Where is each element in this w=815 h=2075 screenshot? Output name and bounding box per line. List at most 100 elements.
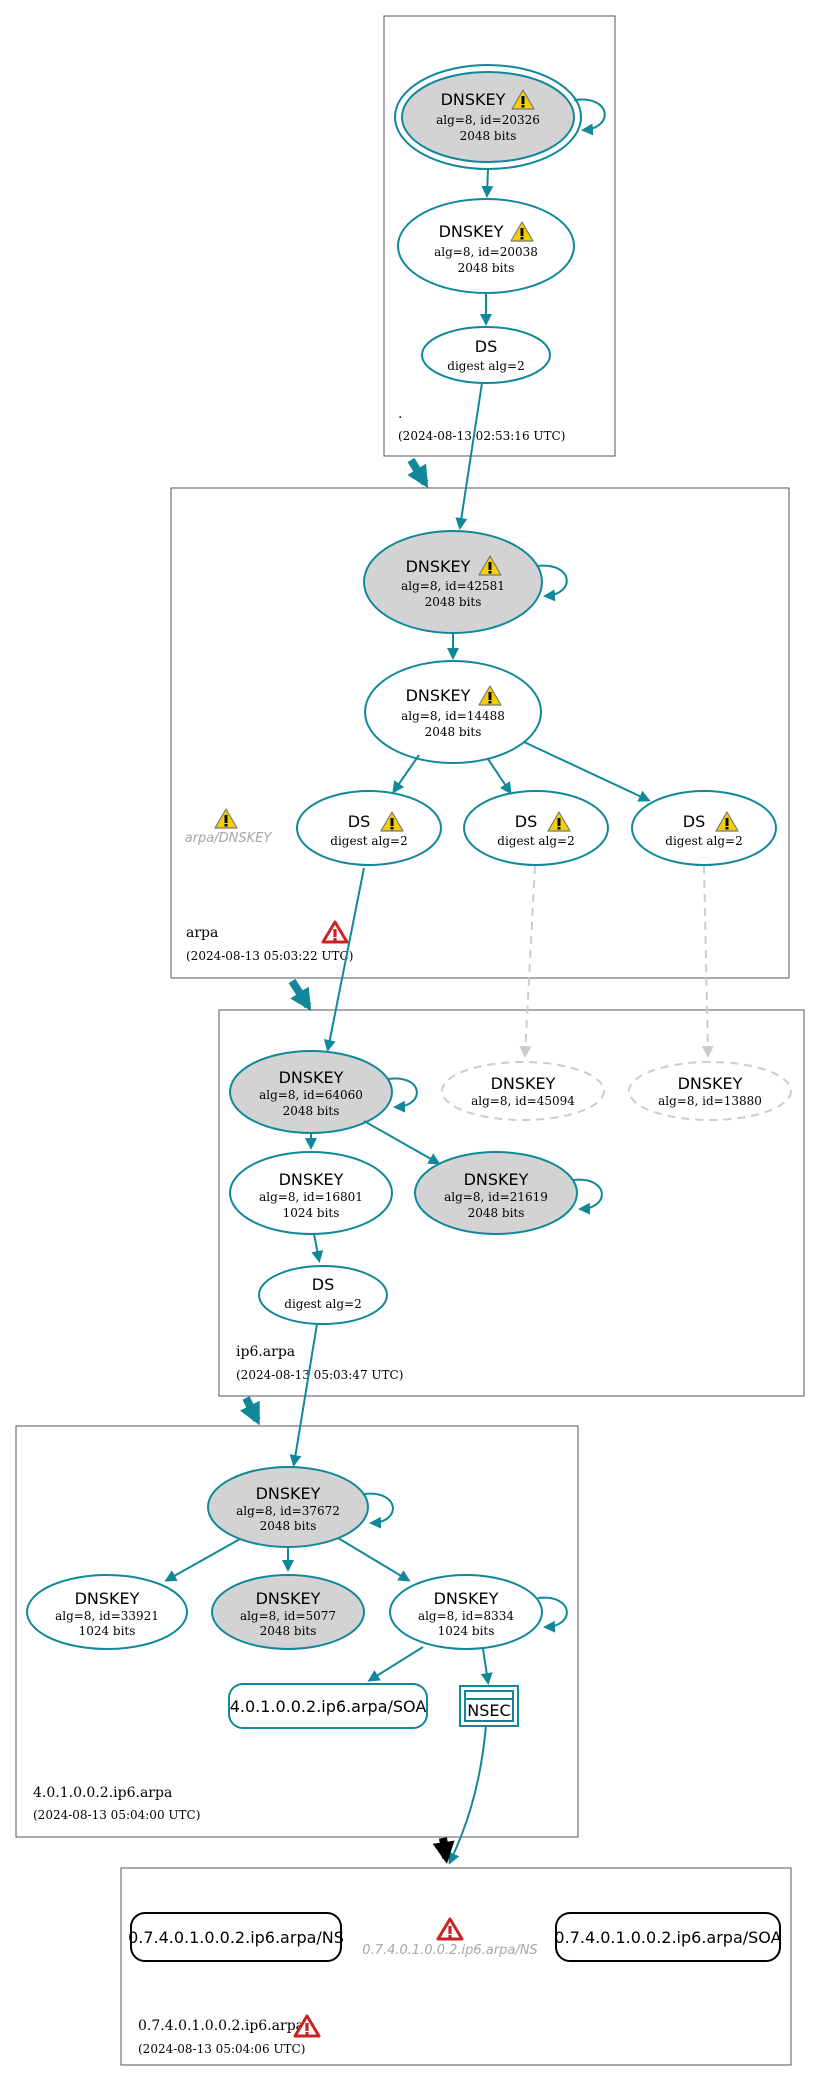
z7-soa-node[interactable]: 0.7.4.0.1.0.0.2.ip6.arpa/SOA <box>554 1912 782 1962</box>
ip6-missing-key1-node[interactable]: DNSKEY alg=8, id=45094 <box>441 1061 605 1121</box>
ip6-zsk-bits: 1024 bits <box>283 1206 340 1220</box>
z4010-key-c-node[interactable]: DNSKEY alg=8, id=8334 1024 bits <box>389 1574 543 1650</box>
z4010-key-b-bits: 2048 bits <box>260 1624 317 1638</box>
z4010-ksk-title: DNSKEY <box>256 1484 321 1503</box>
arpa-ds1-node[interactable]: DS digest alg=2 <box>296 790 442 866</box>
error-icon <box>321 920 349 944</box>
arpa-zsk-title: DNSKEY <box>406 686 471 705</box>
zone-ip6-box <box>218 1009 805 1397</box>
ip6-ds-node[interactable]: DS digest alg=2 <box>258 1265 388 1325</box>
arpa-ds1-digest: digest alg=2 <box>330 834 407 848</box>
delegation-arrow-ip6-z4010 <box>240 1396 261 1426</box>
delegation-arrow-root-arpa <box>407 457 429 489</box>
zone-ip6-timestamp: (2024-08-13 05:03:47 UTC) <box>236 1368 403 1382</box>
root-ksk-node[interactable]: DNSKEY alg=8, id=20326 2048 bits <box>394 64 582 170</box>
root-ds-node[interactable]: DS digest alg=2 <box>421 326 551 384</box>
arpa-ds1-title: DS <box>348 812 370 831</box>
z4010-nsec-label: NSEC <box>467 1701 510 1720</box>
root-ksk-self-edge <box>573 98 606 136</box>
ip6-ksk2-node[interactable]: DNSKEY alg=8, id=21619 2048 bits <box>414 1151 578 1235</box>
zone-z7-name: 0.7.4.0.1.0.0.2.ip6.arpa <box>138 2018 304 2034</box>
ip6-missing-key2-title: DNSKEY <box>678 1074 743 1093</box>
z4010-key-c-id: alg=8, id=8334 <box>418 1609 514 1623</box>
edge-z4010-ksk-key-a <box>164 1538 241 1582</box>
edge-arpa-ds3-missing <box>701 865 714 1058</box>
arpa-zsk-bits: 2048 bits <box>425 725 482 739</box>
ip6-ksk-title: DNSKEY <box>279 1068 344 1087</box>
z4010-key-a-bits: 1024 bits <box>79 1624 136 1638</box>
z4010-ksk-node[interactable]: DNSKEY alg=8, id=37672 2048 bits <box>207 1466 369 1548</box>
edge-nsec-z7 <box>448 1725 487 1865</box>
zone-ip6-name: ip6.arpa <box>236 1344 295 1360</box>
edge-arpa-ds1-ip6-ksk <box>323 867 365 1052</box>
arpa-ds2-digest: digest alg=2 <box>497 834 574 848</box>
arpa-zsk-node[interactable]: DNSKEY alg=8, id=14488 2048 bits <box>364 660 542 764</box>
ip6-ksk2-self-edge <box>572 1178 603 1215</box>
z7-ns-node[interactable]: 0.7.4.0.1.0.0.2.ip6.arpa/NS <box>128 1912 344 1962</box>
ip6-zsk-id: alg=8, id=16801 <box>259 1190 363 1204</box>
z4010-nsec-node[interactable]: NSEC <box>459 1685 519 1727</box>
z4010-ksk-bits: 2048 bits <box>260 1519 317 1533</box>
zone-arpa-name: arpa <box>186 925 218 941</box>
arpa-dnskey-warning-label: arpa/DNSKEY <box>185 831 273 846</box>
arpa-ds3-digest: digest alg=2 <box>665 834 742 848</box>
root-ksk-title: DNSKEY <box>441 90 506 109</box>
z4010-key-a-node[interactable]: DNSKEY alg=8, id=33921 1024 bits <box>26 1574 188 1650</box>
edge-z4010-key-c-nsec <box>480 1648 493 1685</box>
z4010-key-c-self-edge <box>537 1596 568 1633</box>
arpa-ksk-id: alg=8, id=42581 <box>401 579 505 593</box>
z4010-soa-label: 4.0.1.0.0.2.ip6.arpa/SOA <box>230 1697 427 1716</box>
z4010-key-b-title: DNSKEY <box>256 1589 321 1608</box>
z4010-key-b-node[interactable]: DNSKEY alg=8, id=5077 2048 bits <box>211 1574 365 1650</box>
edge-root-ds-arpa-ksk <box>455 382 483 530</box>
root-zsk-node[interactable]: DNSKEY alg=8, id=20038 2048 bits <box>397 198 575 294</box>
z4010-key-b-id: alg=8, id=5077 <box>240 1609 336 1623</box>
arpa-ksk-bits: 2048 bits <box>425 595 482 609</box>
edge-arpa-ds2-missing <box>519 865 536 1058</box>
error-icon <box>436 1917 464 1941</box>
arpa-ksk-title: DNSKEY <box>406 557 471 576</box>
z4010-ksk-id: alg=8, id=37672 <box>236 1504 340 1518</box>
ip6-ds-title: DS <box>312 1275 334 1294</box>
ip6-zsk-node[interactable]: DNSKEY alg=8, id=16801 1024 bits <box>229 1151 393 1235</box>
edge-z4010-ksk-key-c <box>337 1537 411 1582</box>
zone-arpa: DNSKEY alg=8, id=42581 2048 bits DNSKEY … <box>170 382 790 979</box>
warning-icon <box>214 808 238 829</box>
ip6-ksk2-bits: 2048 bits <box>468 1206 525 1220</box>
arpa-ds3-node[interactable]: DS digest alg=2 <box>631 790 777 866</box>
root-ds-digest: digest alg=2 <box>447 359 524 373</box>
ip6-missing-key1-id: alg=8, id=45094 <box>471 1094 575 1108</box>
ip6-ksk2-title: DNSKEY <box>464 1170 529 1189</box>
edge-ip6-zsk-ds <box>311 1233 324 1263</box>
ip6-ds-digest: digest alg=2 <box>284 1297 361 1311</box>
ip6-ksk-bits: 2048 bits <box>283 1104 340 1118</box>
edge-arpa-zsk-ds1 <box>392 754 420 794</box>
z7-ns-label: 0.7.4.0.1.0.0.2.ip6.arpa/NS <box>128 1928 344 1947</box>
root-ksk-bits: 2048 bits <box>460 129 517 143</box>
z4010-key-c-title: DNSKEY <box>434 1589 499 1608</box>
root-zsk-title: DNSKEY <box>439 222 504 241</box>
ip6-missing-key2-node[interactable]: DNSKEY alg=8, id=13880 <box>628 1061 792 1121</box>
root-ds-title: DS <box>475 337 497 356</box>
ip6-ksk-node[interactable]: DNSKEY alg=8, id=64060 2048 bits <box>229 1050 393 1134</box>
edge-arpa-zsk-ds3 <box>523 741 651 802</box>
root-zsk-bits: 2048 bits <box>458 261 515 275</box>
delegation-arrow-arpa-ip6 <box>288 978 312 1012</box>
z4010-key-c-bits: 1024 bits <box>438 1624 495 1638</box>
zone-ip6: DNSKEY alg=8, id=64060 2048 bits DNSKEY … <box>218 865 805 1397</box>
zone-z7-box <box>120 1867 792 2066</box>
delegation-arrow-z4010-z7 <box>432 1837 455 1864</box>
arpa-ksk-node[interactable]: DNSKEY alg=8, id=42581 2048 bits <box>363 530 543 634</box>
zone-root: DNSKEY alg=8, id=20326 2048 bits DNSKEY … <box>383 15 616 457</box>
ip6-ksk-id: alg=8, id=64060 <box>259 1088 363 1102</box>
zone-root-timestamp: (2024-08-13 02:53:16 UTC) <box>398 429 565 443</box>
zone-z4010-box <box>15 1425 579 1838</box>
zone-arpa-timestamp: (2024-08-13 05:03:22 UTC) <box>186 949 353 963</box>
edge-ip6-ksk-ksk2 <box>363 1120 441 1165</box>
z4010-soa-node[interactable]: 4.0.1.0.0.2.ip6.arpa/SOA <box>228 1683 428 1729</box>
z7-ns-error-label: 0.7.4.0.1.0.0.2.ip6.arpa/NS <box>362 1943 537 1958</box>
arpa-ds2-title: DS <box>515 812 537 831</box>
arpa-ds2-node[interactable]: DS digest alg=2 <box>463 790 609 866</box>
edge-root-ksk-zsk <box>481 168 494 198</box>
